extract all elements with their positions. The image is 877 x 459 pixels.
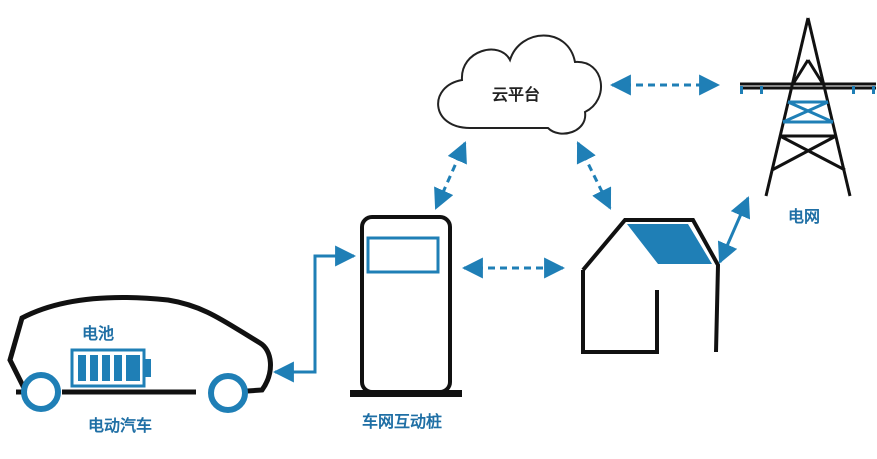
house-grid-arrow [717, 196, 751, 264]
cloud-label: 云平台 [492, 85, 541, 104]
tower-insulators [740, 86, 875, 94]
charger-label: 车网互动桩 [362, 412, 443, 431]
car-charger-arrow [272, 245, 357, 383]
battery-label: 电池 [82, 324, 115, 343]
car-icon [7, 294, 273, 413]
cloud-charger-arrow [434, 141, 467, 210]
cloud-icon [437, 34, 602, 135]
battery-icon [70, 348, 151, 388]
house-icon [581, 218, 721, 354]
ev-label: 电动汽车 [88, 416, 153, 435]
transmission-tower-icon [740, 17, 876, 197]
dashed-connectors [434, 74, 721, 279]
charging-pile-icon [350, 215, 462, 397]
grid-label: 电网 [788, 207, 821, 226]
cloud-house-arrow [576, 141, 612, 210]
